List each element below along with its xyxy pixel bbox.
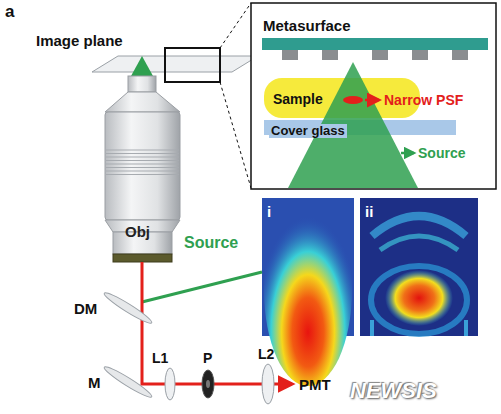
- image-plane-slide: [92, 56, 258, 72]
- objective-lens: [106, 150, 179, 175]
- psf-panel-i: [262, 194, 354, 386]
- psf-panel-ii: ii: [360, 198, 478, 336]
- zoom-box: [165, 3, 251, 188]
- psf-panel-i: [264, 194, 352, 386]
- objective-lens: [105, 56, 180, 262]
- narrow-psf-spot: [343, 96, 363, 104]
- objective-lens: [106, 174, 179, 175]
- node-text: Sample: [271, 92, 325, 107]
- metasurface-band: [262, 38, 488, 50]
- pinhole: [202, 370, 214, 398]
- pinhole: [202, 370, 214, 398]
- part-label: Source: [184, 234, 238, 252]
- metasurface-band: [322, 50, 338, 60]
- part-label: DM: [74, 300, 97, 317]
- metasurface-band: [372, 50, 388, 60]
- objective-lens: [128, 76, 156, 92]
- node-text: i: [267, 204, 271, 220]
- psf-panel-ii: [464, 320, 468, 336]
- zoom-box: [220, 82, 251, 188]
- zoom-box: [165, 48, 220, 82]
- objective-node: Obj: [125, 223, 152, 239]
- inset-frame: [251, 3, 496, 189]
- lens-l2: [262, 364, 274, 404]
- psf-panel-ii: [380, 236, 458, 250]
- metasurface-band: [282, 50, 468, 60]
- source-arrow: [401, 152, 414, 155]
- psf-panel-ii: [360, 198, 478, 336]
- node-text: Metasurface: [263, 18, 351, 34]
- objective-lens: [113, 254, 172, 262]
- objective-lens: [106, 150, 179, 151]
- narrow-psf-spot: [365, 99, 379, 102]
- lens-l2: [262, 364, 274, 404]
- source-arrow: [401, 153, 414, 154]
- objective-lens: [106, 164, 179, 165]
- lens-l1: [165, 368, 175, 400]
- mirror: [102, 364, 154, 400]
- objective-lens: [106, 171, 179, 172]
- metasurface-band: [412, 50, 428, 60]
- mirror: [102, 364, 154, 400]
- objective-lens: [106, 167, 179, 168]
- node-text: ii: [365, 204, 373, 220]
- part-label: L2: [258, 346, 274, 362]
- part-label: a: [5, 2, 14, 22]
- node-text: Obj: [125, 224, 150, 240]
- excitation-beam: [142, 272, 262, 302]
- psf-panel-i: i: [262, 198, 354, 336]
- lens-l1: [165, 368, 175, 400]
- narrow-psf-spot: [343, 96, 379, 104]
- psf-panel-ii: [370, 320, 374, 336]
- psf-panel-ii: [371, 266, 467, 334]
- part-label: M: [88, 374, 101, 391]
- sample-node: Sample: [270, 89, 328, 106]
- objective-lens: [131, 56, 153, 76]
- node-text: Cover glass: [269, 124, 347, 138]
- dichroic-mirror: [102, 290, 154, 326]
- part-label: P: [203, 350, 212, 366]
- cover-glass-node: Cover glass: [268, 120, 350, 136]
- objective-lens: [105, 112, 180, 220]
- zoom-box: [220, 3, 251, 48]
- psf-panel-ii: [385, 270, 453, 326]
- pinhole: [206, 380, 210, 388]
- objective-lens: [106, 153, 179, 154]
- part-label: Narrow PSF: [384, 92, 463, 108]
- watermark: NEWSIS: [350, 378, 437, 404]
- objective-lens: [106, 157, 179, 158]
- psf-panel-ii: [372, 216, 466, 236]
- metasurface-node: Metasurface: [263, 17, 353, 33]
- part-label: PMT: [299, 376, 331, 393]
- objective-lens: [106, 160, 179, 161]
- metasurface-band: [262, 38, 488, 60]
- metasurface-band: [282, 50, 298, 60]
- part-label: L1: [152, 350, 168, 366]
- part-label: Image plane: [36, 32, 123, 49]
- part-label: Source: [418, 145, 465, 161]
- dichroic-mirror: [102, 290, 154, 326]
- excitation-beam: [142, 272, 262, 302]
- image-plane-slide: [92, 56, 258, 72]
- psf-panel-ii: [360, 198, 478, 336]
- metasurface-band: [452, 50, 468, 60]
- objective-lens: [105, 92, 180, 112]
- inset-frame: [251, 3, 496, 189]
